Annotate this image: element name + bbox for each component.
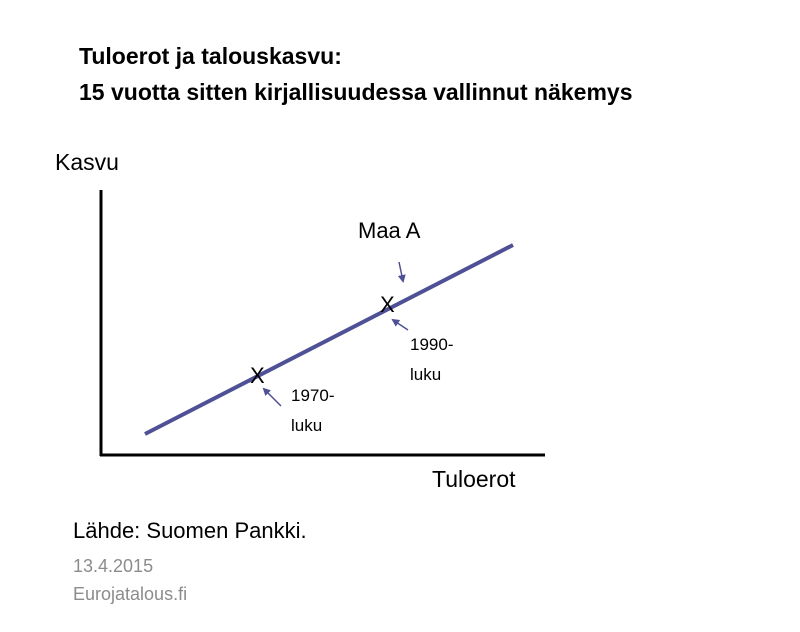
point-label-1990-line2: luku: [410, 365, 441, 384]
line-label-arrow: [397, 261, 406, 283]
point-arrow-1990: [391, 318, 409, 331]
point-marker-1970: X: [250, 363, 265, 388]
point-arrow-1970: [262, 387, 282, 407]
trend-line-maa-a: [144, 243, 514, 436]
line-label: Maa A: [358, 218, 421, 243]
site-name: Eurojatalous.fi: [73, 584, 188, 604]
x-axis-label: Tuloerot: [432, 466, 516, 492]
point-label-1970-line1: 1970-: [291, 386, 334, 405]
title-line-1: Tuloerot ja talouskasvu:: [79, 43, 342, 69]
y-axis-label: Kasvu: [55, 149, 119, 175]
publish-date: 13.4.2015: [73, 556, 154, 576]
slide-title: Tuloerot ja talouskasvu: 15 vuotta sitte…: [79, 38, 632, 110]
point-label-1970-line2: luku: [291, 416, 322, 435]
point-label-1990-line1: 1990-: [410, 335, 453, 354]
point-marker-1990: X: [380, 292, 395, 317]
title-line-2: 15 vuotta sitten kirjallisuudessa vallin…: [79, 79, 633, 105]
source-note: Lähde: Suomen Pankki.: [73, 518, 307, 543]
